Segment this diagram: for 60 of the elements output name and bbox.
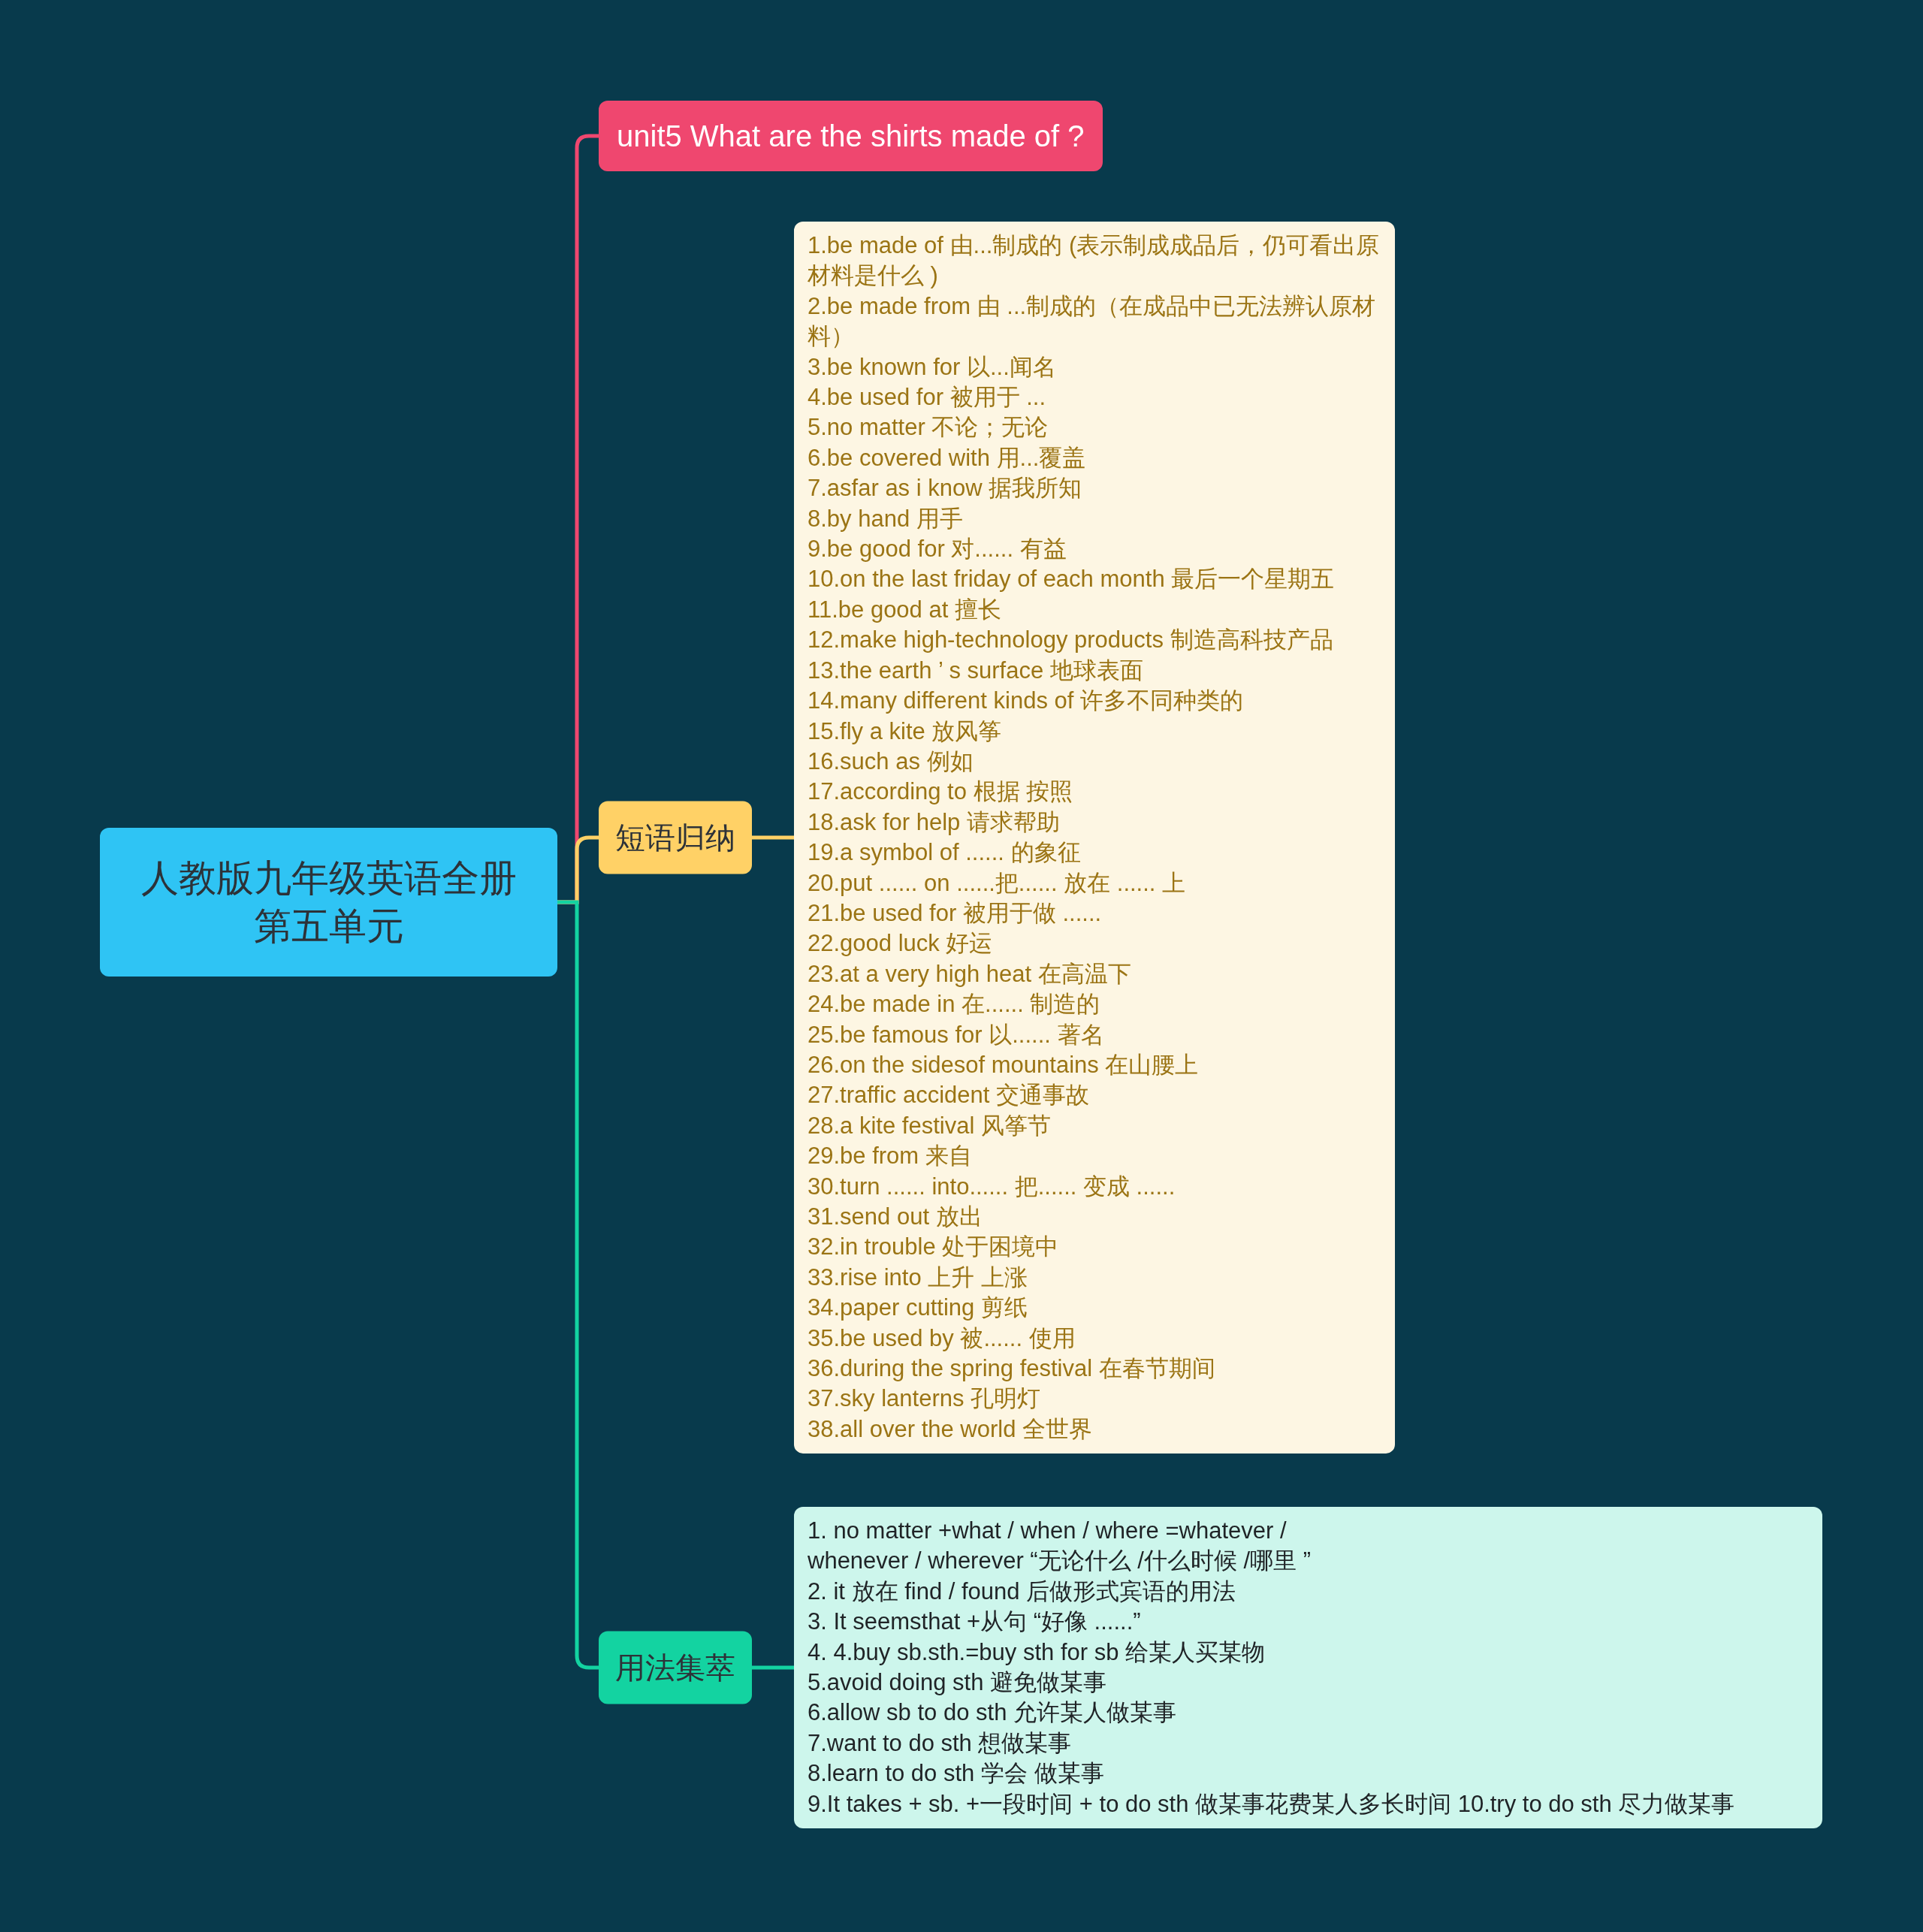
list-item-text: 19.a symbol of ...... 的象征 (808, 838, 1082, 867)
list-item-text: 30.turn ...... into...... 把...... 变成 ...... (808, 1172, 1176, 1201)
list-item-text: 2. it 放在 find / found 后做形式宾语的用法 (808, 1577, 1237, 1606)
list-item-text: 1.be made of 由...制成的 (表示制成成品后，仍可看出原材料是什么 ) (808, 231, 1381, 291)
list-item-text: 5.avoid doing sth 避免做某事 (808, 1668, 1107, 1697)
list-item-text: 22.good luck 好运 (808, 929, 994, 958)
branch-topic-box (599, 801, 752, 874)
list-item-text: 14.many different kinds of 许多不同种类的 (808, 686, 1245, 715)
list-item-text: 17.according to 根据 按照 (808, 777, 1074, 807)
list-item-text: 4.be used for 被用于 ... (808, 382, 1047, 412)
list-item-text: 7.want to do sth 想做某事 (808, 1728, 1073, 1758)
list-item-text: 8.learn to do sth 学会 做某事 (808, 1759, 1105, 1789)
list-item-text: 36.during the spring festival 在春节期间 (808, 1354, 1216, 1383)
list-item-text: 32.in trouble 处于困境中 (808, 1233, 1060, 1262)
list-item-text: 3.be known for 以...闻名 (808, 352, 1057, 382)
topic-text: 短语归纳 (615, 820, 735, 856)
connector-line (557, 900, 599, 1670)
list-item-text: 15.fly a kite 放风筝 (808, 717, 1003, 746)
topic-text: 用法集萃 (615, 1650, 735, 1686)
list-item-text: 27.traffic accident 交通事故 (808, 1081, 1090, 1110)
list-item-text: 9.be good for 对...... 有益 (808, 534, 1067, 563)
list-item-text: 31.send out 放出 (808, 1202, 983, 1231)
list-item-text: 34.paper cutting 剪纸 (808, 1294, 1028, 1323)
list-item-text: 13.the earth ’ s surface 地球表面 (808, 656, 1144, 685)
banner-text: unit5 What are the shirts made of ? (617, 119, 1085, 153)
list-item-text: 6.allow sb to do sth 允许某人做某事 (808, 1698, 1177, 1728)
connector-line (752, 835, 794, 840)
list-item-text: 3. It seemsthat +从句 “好像 ......” (808, 1607, 1142, 1637)
list-item-text: 4. 4.buy sb.sth.=buy sth for sb 给某人买某物 (808, 1638, 1266, 1667)
list-item-text: 21.be used for 被用于做 ...... (808, 898, 1103, 928)
list-item-text: 18.ask for help 请求帮助 (808, 808, 1061, 837)
central-topic-box (100, 828, 557, 977)
list-item-text: 38.all over the world 全世界 (808, 1414, 1094, 1444)
list-item-text: 5.no matter 不论；无论 (808, 413, 1049, 442)
list-item-text: 12.make high-technology products 制造高科技产品 (808, 626, 1334, 655)
branch-topic-box (599, 1631, 752, 1704)
note-card (794, 1506, 1822, 1829)
list-item-text: 26.on the sidesof mountains 在山腰上 (808, 1050, 1200, 1079)
list-item-text: 33.rise into 上升 上涨 (808, 1263, 1028, 1292)
title-banner (599, 101, 1103, 171)
list-item-text: 16.such as 例如 (808, 747, 974, 776)
list-item-text: 11.be good at 擅长 (808, 595, 1002, 624)
topic-text: 人教版九年级英语全册第五单元 (140, 856, 518, 949)
list-item-text: 37.sky lanterns 孔明灯 (808, 1384, 1042, 1414)
note-card (794, 221, 1395, 1454)
list-item-text: 9.It takes + sb. +一段时间 + to do sth 做某事花费某人多长时间 10.try to do sth 尽力做某事 (808, 1789, 1736, 1819)
list-item-text: 8.by hand 用手 (808, 504, 964, 533)
list-item-text: 10.on the last friday of each month 最后一个星期五 (808, 565, 1336, 594)
list-item-text: 2.be made from 由 ...制成的（在成品中已无法辨认原材料） (808, 291, 1377, 352)
list-item-text: 23.at a very high heat 在高温下 (808, 959, 1132, 989)
list-item-text: 6.be covered with 用...覆盖 (808, 443, 1087, 472)
list-item-text: 25.be famous for 以...... 著名 (808, 1020, 1105, 1049)
list-item-text: 1. no matter +what / when / where =whatever / whenever / wherever “无论什么 /什么时候 /哪里 ” (808, 1516, 1312, 1576)
list-item-text: 35.be used by 被...... 使用 (808, 1324, 1076, 1353)
list-item-text: 29.be from 来自 (808, 1142, 973, 1171)
list-item-text: 20.put ...... on ......把...... 放在 ...... 上 (808, 868, 1187, 898)
list-item-text: 24.be made in 在...... 制造的 (808, 990, 1101, 1019)
list-item-text: 7.asfar as i know 据我所知 (808, 474, 1083, 503)
connector-line (752, 1665, 794, 1670)
list-item-text: 28.a kite festival 风筝节 (808, 1111, 1052, 1140)
